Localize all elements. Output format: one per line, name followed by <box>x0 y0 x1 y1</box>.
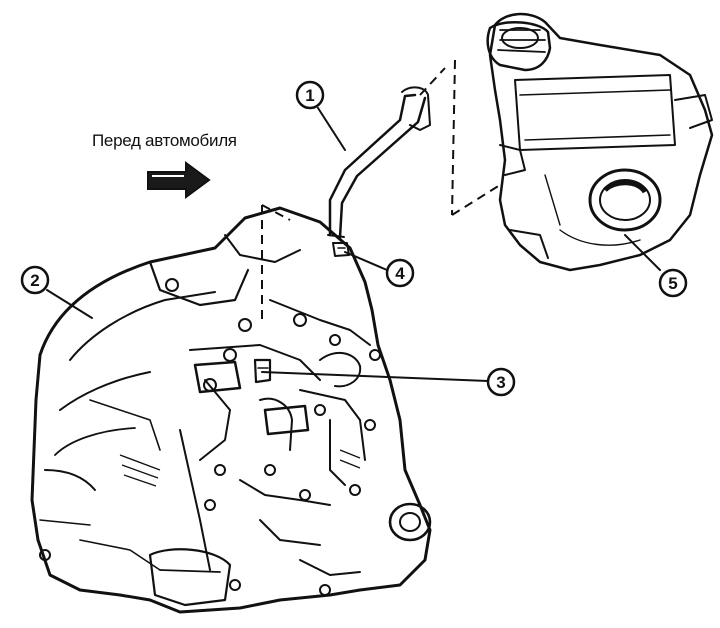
callout-leaders <box>46 107 661 382</box>
callout-4: 4 <box>385 258 415 288</box>
callout-5-label: 5 <box>668 274 677 293</box>
callout-1-label: 1 <box>305 86 314 105</box>
air-intake-housing <box>486 12 714 272</box>
callout-1: 1 <box>295 80 325 110</box>
callout-2-label: 2 <box>30 271 39 290</box>
transmission-case <box>30 206 432 614</box>
callout-5: 5 <box>658 268 688 298</box>
front-of-vehicle-label: Перед автомобиля <box>92 131 237 150</box>
callout-3-label: 3 <box>496 373 505 392</box>
callout-3: 3 <box>486 367 516 397</box>
callout-2: 2 <box>20 265 50 295</box>
breather-hose <box>327 86 431 239</box>
callout-4-label: 4 <box>395 264 405 283</box>
arrow-right-icon <box>147 161 211 199</box>
